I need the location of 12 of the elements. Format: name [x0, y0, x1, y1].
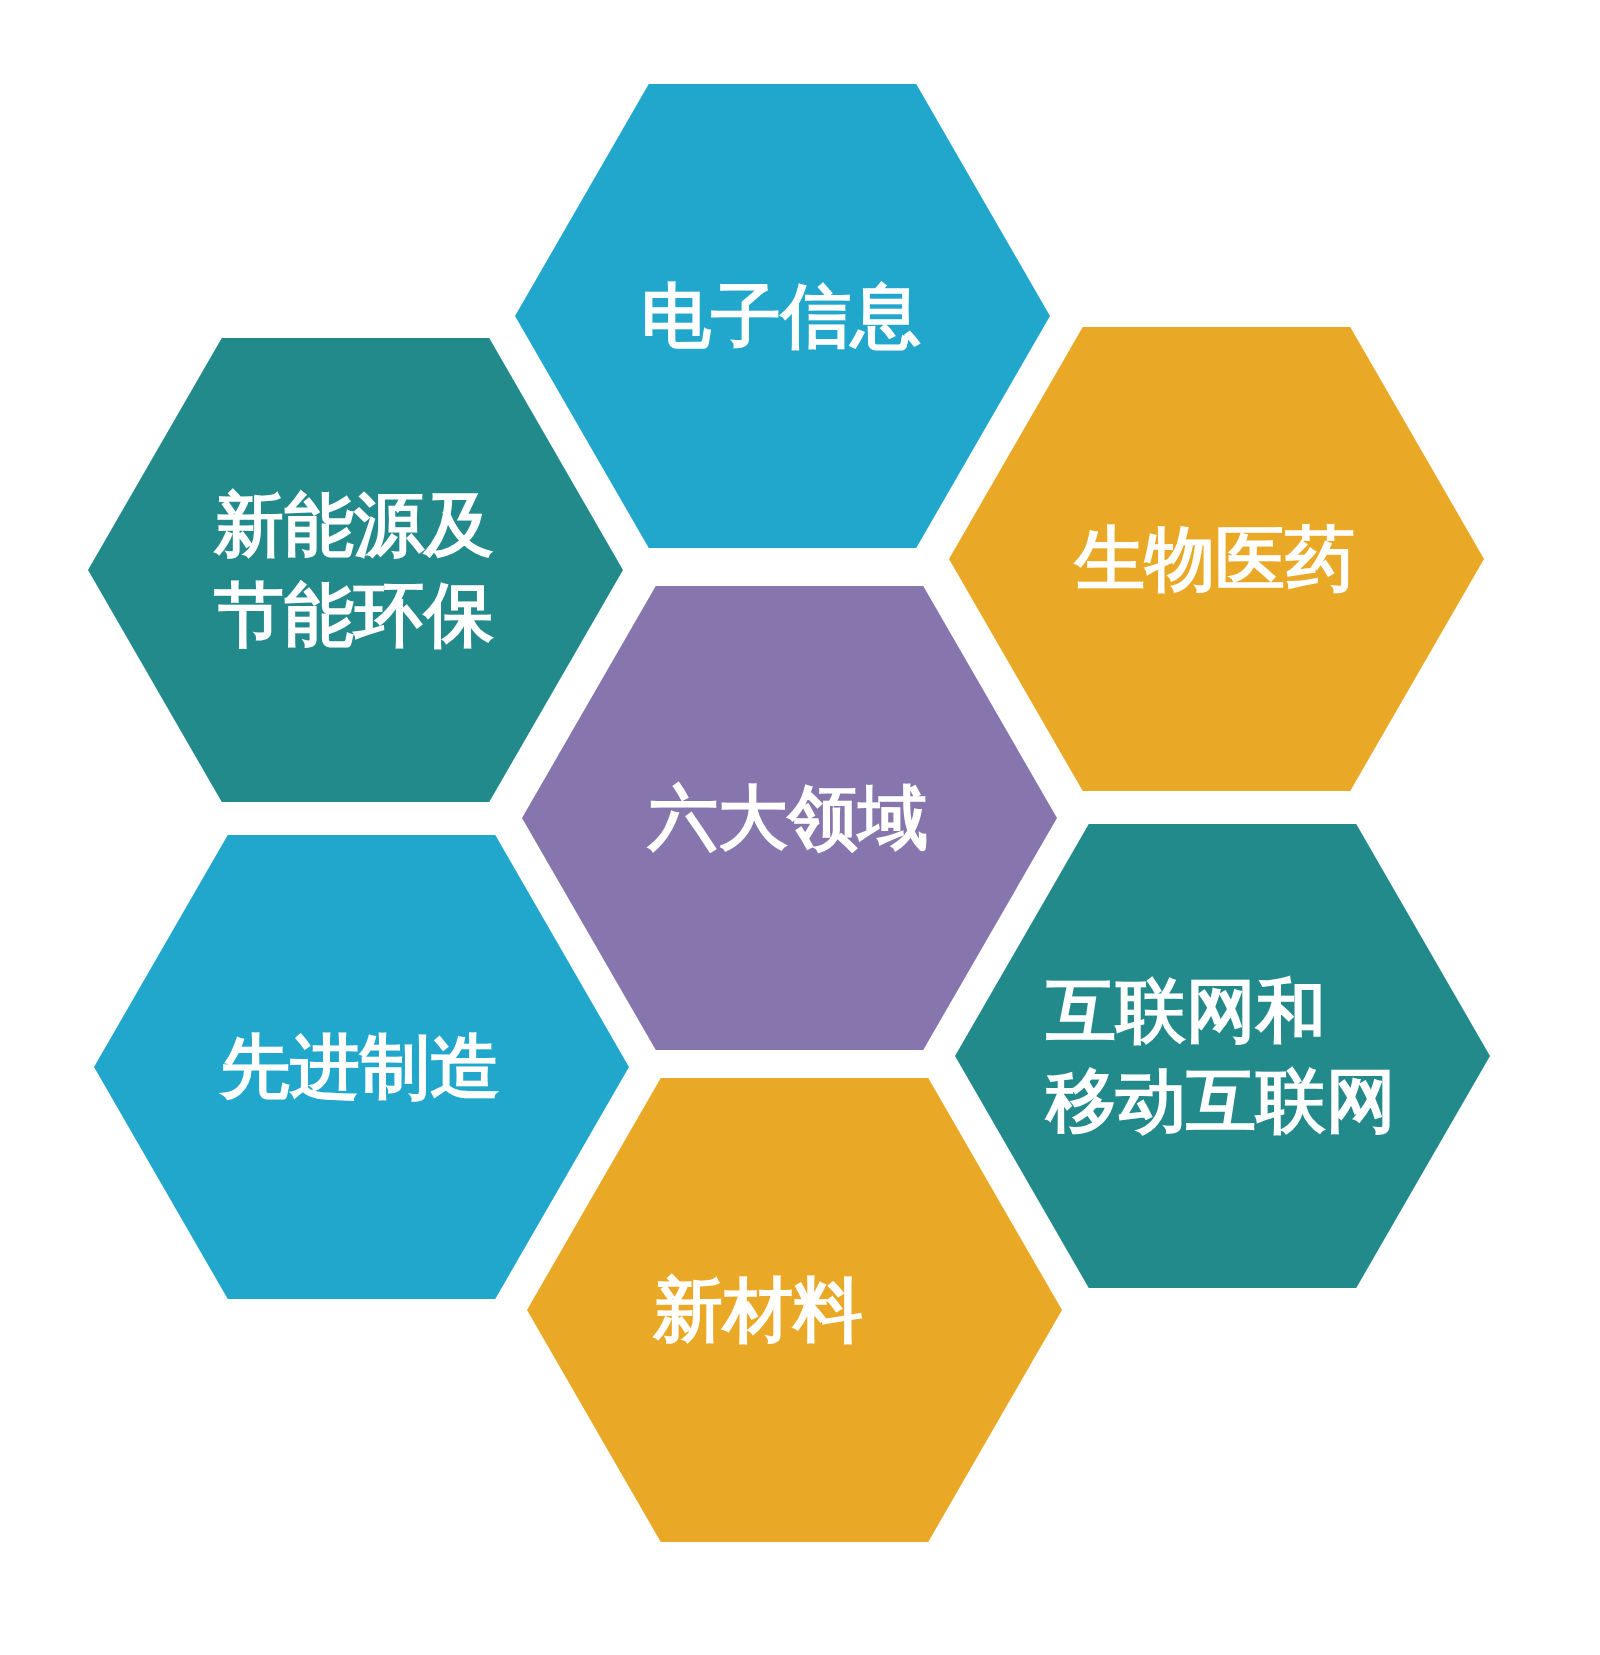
hexagon-label: 六大领域	[647, 776, 929, 861]
hexagon-label: 新能源及节能环保	[213, 483, 495, 658]
hexagon	[949, 327, 1484, 791]
hexagon	[88, 338, 623, 802]
hexagon-label: 先进制造	[219, 1025, 501, 1110]
hexagon	[94, 835, 629, 1299]
hexagon	[955, 824, 1490, 1288]
hexagon-label: 互联网和移动互联网	[1045, 969, 1397, 1144]
hexagon-label: 新材料	[652, 1268, 864, 1353]
hexagon-label: 电子信息	[640, 274, 922, 359]
hexagon	[515, 84, 1050, 548]
hexagon-label: 生物医药	[1074, 517, 1356, 602]
